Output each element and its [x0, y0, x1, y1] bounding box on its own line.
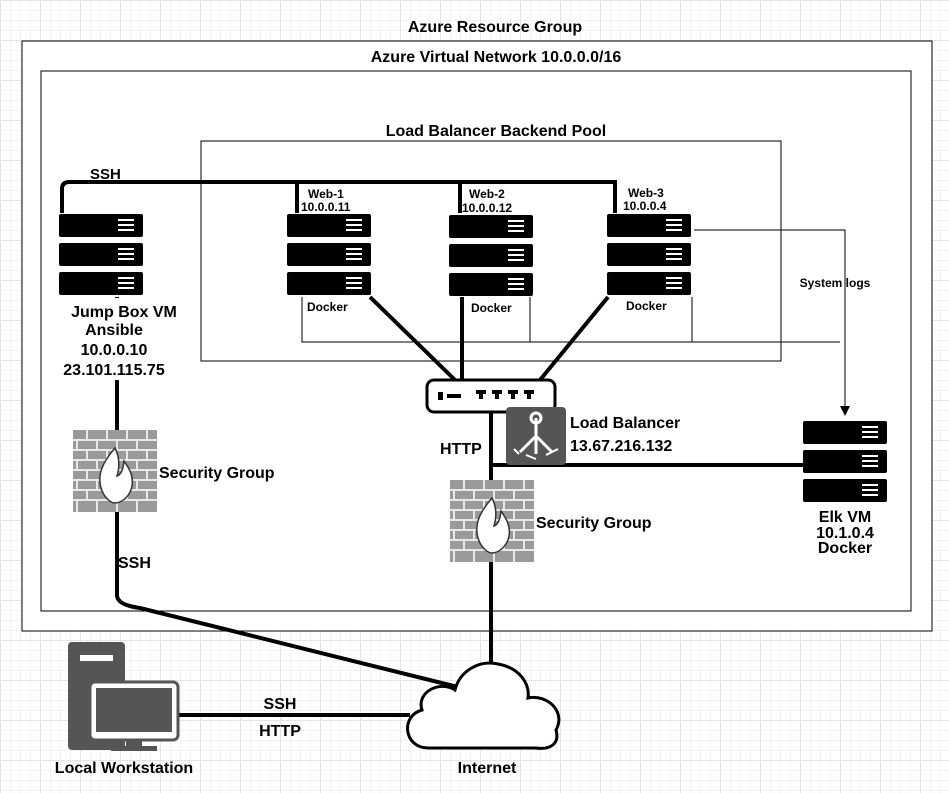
firewall-icon — [72, 429, 158, 513]
load-balancer-ip: 13.67.216.132 — [570, 438, 672, 455]
jumpbox-private-ip: 10.0.0.10 — [81, 342, 148, 359]
web3-ip: 10.0.0.4 — [623, 199, 667, 213]
system-logs-line — [694, 229, 846, 408]
elk-ip: 10.1.0.4 — [816, 525, 874, 542]
jumpbox-server-icon — [59, 214, 143, 295]
sg-internet-ssh-line — [115, 512, 471, 692]
virtual-network-title: Azure Virtual Network 10.0.0.0/16 — [371, 49, 622, 66]
web1-name: Web-1 — [308, 187, 344, 201]
firewall-icon — [449, 479, 535, 563]
workstation-label: Local Workstation — [55, 760, 193, 777]
cloud-icon — [406, 661, 561, 750]
jumpbox-role: Ansible — [85, 322, 143, 339]
elk-name: Elk VM — [819, 509, 871, 526]
web2-server-icon — [449, 215, 533, 296]
switch-icon — [425, 378, 557, 414]
ssh-jumpbox-label: SSH — [118, 555, 151, 572]
docker-bus-line — [301, 297, 840, 343]
web3-server-icon — [607, 214, 691, 295]
jumpbox-public-ip: 23.101.115.75 — [63, 362, 165, 379]
load-balancer-icon — [506, 407, 566, 465]
internet-label: Internet — [458, 760, 517, 777]
elk-server-icon — [803, 421, 887, 502]
security-group-right-label: Security Group — [536, 515, 652, 532]
ssh-bus-line — [60, 180, 617, 213]
system-logs-arrowhead — [840, 406, 850, 416]
web1-server-icon — [287, 214, 371, 295]
ssh-top-label: SSH — [90, 166, 121, 183]
web1-ip: 10.0.0.11 — [301, 200, 351, 214]
web2-docker-label: Docker — [471, 301, 512, 315]
web2-name: Web-2 — [469, 187, 505, 201]
http-lb-label: HTTP — [440, 441, 482, 458]
load-balancer-name: Load Balancer — [570, 415, 680, 432]
workstation-ssh-label: SSH — [264, 696, 297, 713]
web3-name: Web-3 — [628, 186, 664, 200]
web-to-lb-lines — [368, 295, 610, 382]
web3-docker-label: Docker — [626, 299, 667, 313]
security-group-left-label: Security Group — [159, 465, 275, 482]
jumpbox-name: Jump Box VM — [71, 304, 177, 321]
system-logs-label: System logs — [800, 276, 871, 290]
web2-ip: 10.0.0.12 — [462, 201, 512, 215]
workstation-http-label: HTTP — [259, 723, 301, 740]
web1-docker-label: Docker — [307, 300, 348, 314]
elk-docker-label: Docker — [818, 540, 872, 557]
workstation-icon — [68, 642, 180, 751]
backend-pool-title: Load Balancer Backend Pool — [386, 123, 607, 140]
resource-group-title: Azure Resource Group — [408, 19, 582, 36]
